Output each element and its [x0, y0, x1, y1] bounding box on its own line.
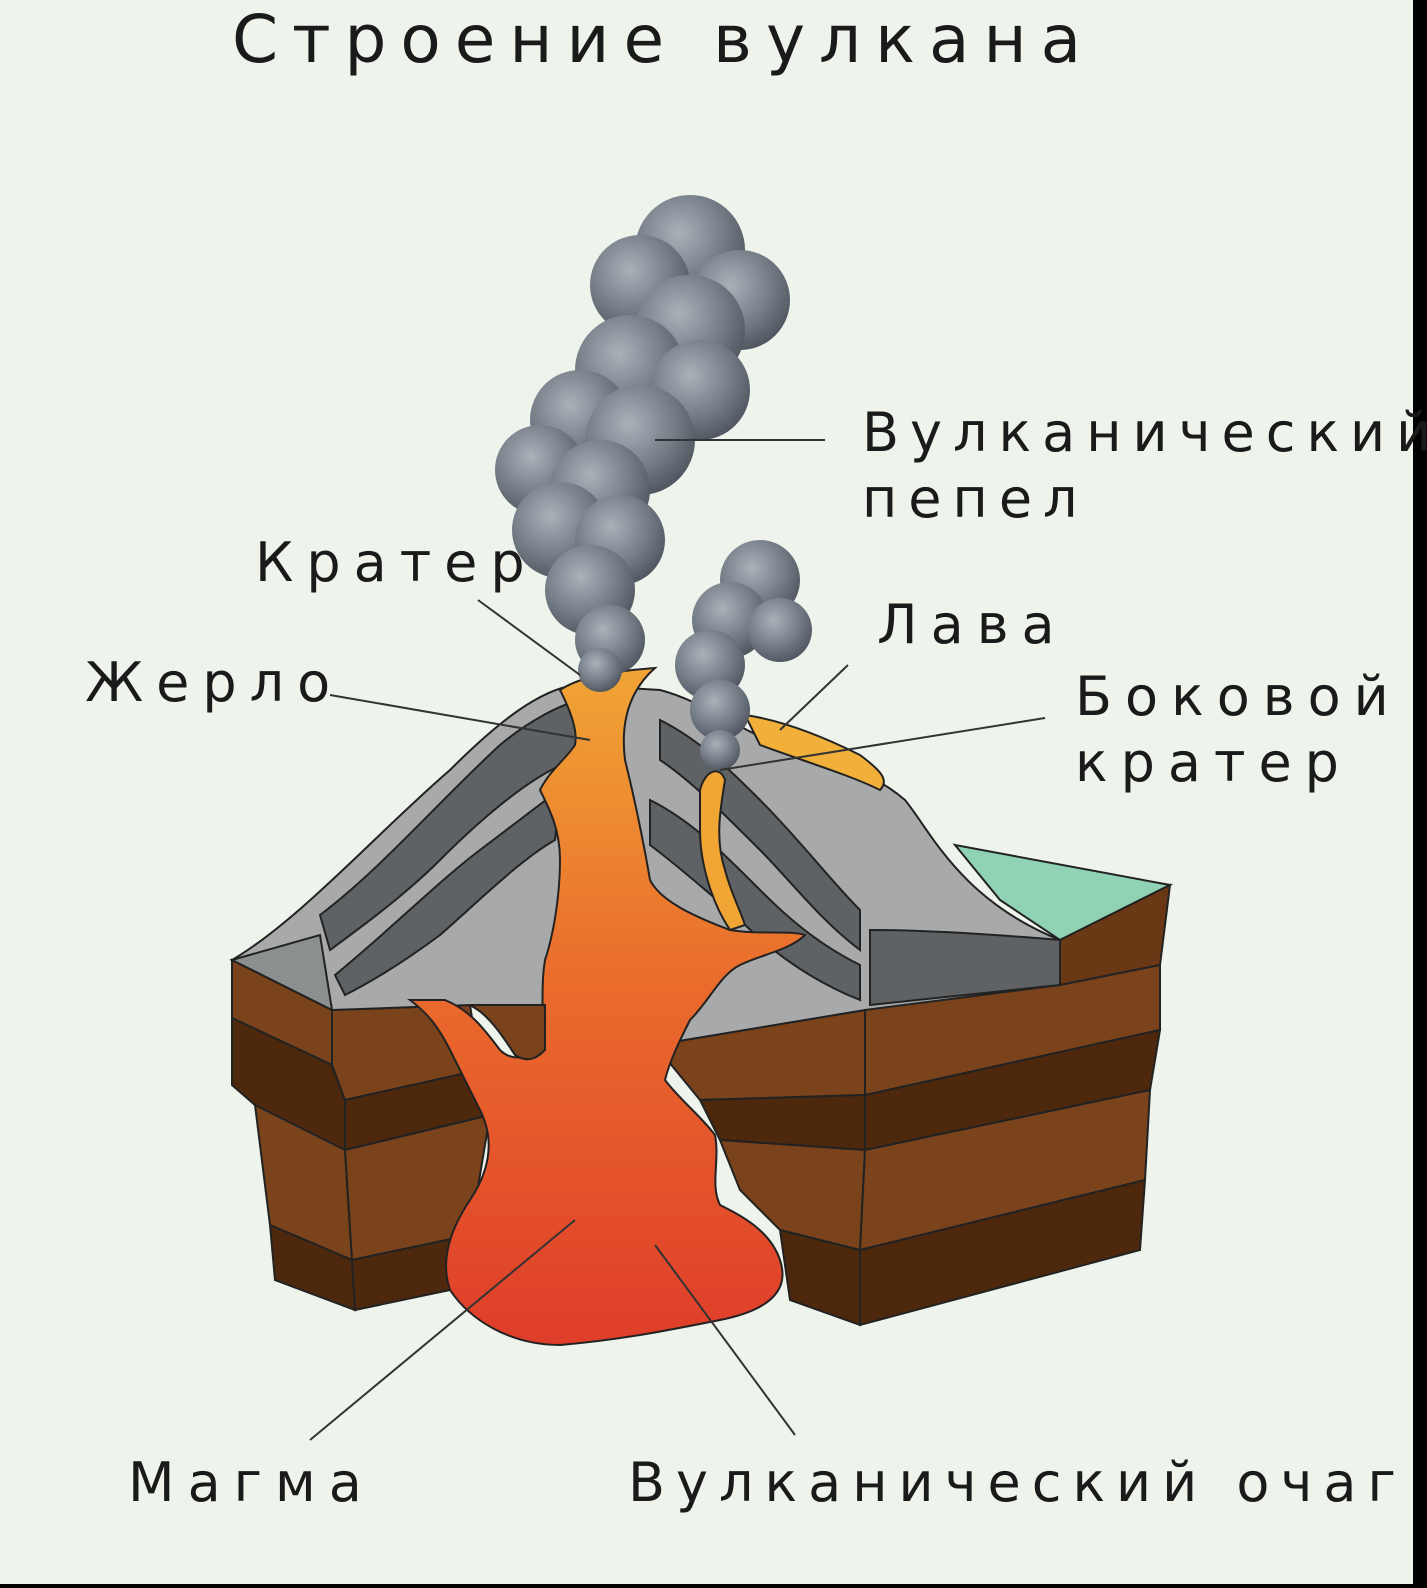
label-volcanic-ash: Вулканический пепел	[862, 400, 1427, 532]
label-magma: Магма	[128, 1451, 375, 1514]
diagram-title: Строение вулкана	[232, 1, 1096, 78]
label-magma-chamber: Вулканический очаг	[628, 1451, 1407, 1514]
leader-magma	[309, 1219, 576, 1441]
label-lava: Лава	[877, 593, 1068, 656]
rock-pocket	[469, 1004, 546, 1061]
leader-lines	[309, 439, 1046, 1441]
side-vent-branch	[699, 770, 747, 932]
label-crater: Кратер	[255, 531, 538, 594]
label-volcanic-ash-line2: пепел	[862, 467, 1089, 530]
magma-body	[407, 666, 807, 1347]
earth-block-right	[653, 883, 1172, 1327]
label-volcanic-ash-line1: Вулканический	[862, 401, 1427, 464]
ash-cloud-main	[495, 195, 790, 692]
right-border	[1413, 0, 1427, 1584]
lava-flow	[743, 713, 885, 792]
leader-crater	[477, 599, 581, 676]
label-side-crater: Боковой кратер	[1075, 664, 1402, 796]
ash-cloud-side	[675, 540, 812, 770]
label-side-crater-line2: кратер	[1075, 731, 1352, 794]
leader-side-crater	[719, 717, 1046, 771]
earth-block-front-left	[331, 1003, 492, 1312]
leader-lava	[779, 664, 849, 731]
leader-chamber	[654, 1244, 796, 1436]
label-side-crater-line1: Боковой	[1075, 665, 1402, 728]
leader-vent	[329, 694, 591, 741]
label-vent: Жерло	[85, 651, 344, 714]
